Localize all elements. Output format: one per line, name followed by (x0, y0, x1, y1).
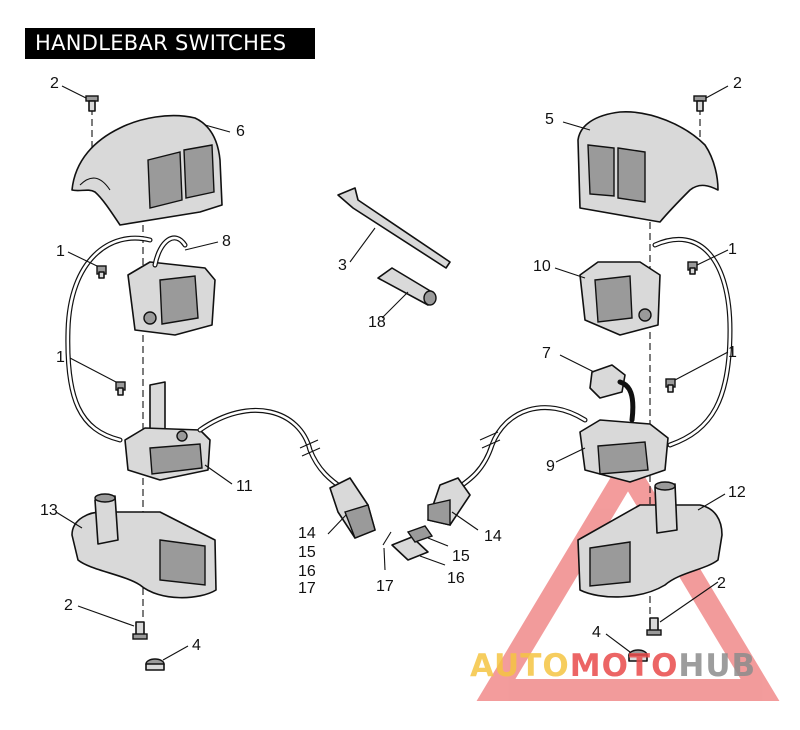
callout-16-center: 16 (447, 570, 465, 587)
lower-housing-12 (577, 481, 723, 598)
centerline-left (91, 108, 144, 620)
switch-assembly-10 (579, 261, 661, 336)
callout-12: 12 (728, 484, 746, 501)
callout-3: 3 (338, 257, 347, 274)
screw-2-bottom-left (132, 621, 148, 640)
callout-2-bottom-right: 2 (717, 575, 726, 592)
callout-17-center: 17 (376, 578, 394, 595)
callout-5: 5 (545, 111, 554, 128)
callout-2-top-left: 2 (50, 75, 59, 92)
callout-11: 11 (236, 478, 253, 495)
callout-1-upper-left: 1 (56, 243, 65, 260)
watermark-auto: AUTO (470, 648, 570, 684)
callout-4-left: 4 (192, 637, 201, 654)
screw-1-upper-left (96, 265, 107, 279)
upper-housing-6 (71, 114, 223, 226)
switch-assembly-8 (127, 235, 216, 336)
screw-1-lower-right (665, 378, 676, 393)
callout-7: 7 (542, 345, 551, 362)
sleeve-18 (377, 267, 437, 306)
switch-assembly-9 (579, 419, 669, 483)
screw-1-lower-left (115, 381, 126, 396)
callout-9: 9 (546, 458, 555, 475)
nut-4-left (145, 658, 165, 671)
title-banner: HANDLEBAR SWITCHES (25, 28, 315, 59)
screw-1-upper-right (687, 261, 698, 275)
callout-10: 10 (533, 258, 551, 275)
watermark-hub: HUB (678, 648, 756, 684)
watermark-text: AUTOMOTOHUB (470, 648, 756, 684)
connector-14-right (427, 477, 471, 526)
switch-7 (589, 364, 636, 423)
callout-16-left: 16 (298, 563, 316, 580)
leader-lines (55, 85, 729, 661)
switch-assembly-11 (124, 381, 211, 481)
screw-2-top-left (85, 95, 99, 112)
callout-8: 8 (222, 233, 231, 250)
screw-2-bottom-right (646, 617, 662, 636)
svg-text:AUTOMOTOHUB: AUTOMOTOHUB (470, 648, 756, 684)
callout-14-right: 14 (484, 528, 502, 545)
seal-16 (391, 536, 429, 561)
watermark-moto: MOTO (570, 648, 679, 684)
cable-tie-3 (337, 187, 451, 269)
watermark-logo-triangle (476, 448, 780, 701)
callout-13: 13 (40, 502, 58, 519)
callout-1-upper-right: 1 (728, 241, 737, 258)
lower-housing-13 (71, 493, 217, 599)
terminal-17 (382, 531, 392, 546)
connector-14-left (329, 477, 376, 539)
screw-2-top-right (693, 95, 707, 112)
upper-housing-5 (577, 111, 719, 223)
lock-15 (406, 525, 434, 543)
harness-right (452, 405, 588, 493)
callout-4-right: 4 (592, 624, 601, 641)
callout-17-left: 17 (298, 580, 316, 597)
page-title: HANDLEBAR SWITCHES (35, 31, 287, 55)
callout-14-left: 14 (298, 525, 316, 542)
callout-6: 6 (236, 123, 245, 140)
callout-1-lower-right: 1 (728, 344, 737, 361)
callout-15-left: 15 (298, 544, 316, 561)
callout-1-lower-left: 1 (56, 349, 65, 366)
harness-left (197, 407, 348, 493)
nut-4-right (628, 649, 648, 662)
callout-15-center: 15 (452, 548, 470, 565)
callout-2-top-right: 2 (733, 75, 742, 92)
callout-18: 18 (368, 314, 386, 331)
callout-2-bottom-left: 2 (64, 597, 73, 614)
